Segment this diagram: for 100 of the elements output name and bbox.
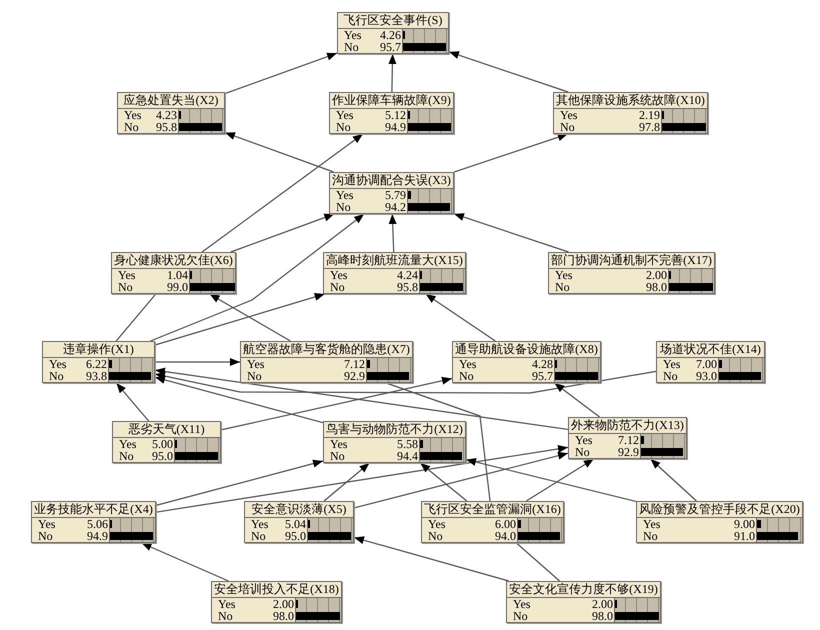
- state-label: Yes: [117, 269, 136, 281]
- probability-value: 92.9: [617, 446, 640, 458]
- probability-value: 4.24: [396, 269, 419, 281]
- probability-value: 94.9: [384, 121, 407, 133]
- arrow: [116, 382, 150, 422]
- probability-value: 95.0: [284, 530, 307, 542]
- probability-value: 2.00: [645, 269, 668, 281]
- probability-value: 5.58: [396, 438, 419, 450]
- probability-value: 4.23: [155, 109, 178, 121]
- arrow: [354, 536, 509, 582]
- arrow: [154, 376, 324, 424]
- arrow: [388, 214, 397, 252]
- node-box: [329, 92, 454, 134]
- arrow: [220, 376, 452, 430]
- state-label: No: [329, 281, 346, 293]
- state-label: No: [559, 121, 576, 133]
- arrow: [154, 370, 656, 394]
- probability-value: 91.0: [733, 530, 756, 542]
- probability-value: 6.22: [85, 358, 108, 370]
- connector-line: [386, 382, 491, 502]
- arrow: [224, 132, 334, 173]
- probability-value: 99.0: [166, 281, 189, 293]
- node-box: [42, 341, 155, 383]
- node-box: [553, 92, 708, 134]
- node-box: [656, 341, 765, 383]
- state-label: No: [642, 530, 659, 542]
- state-label: Yes: [427, 518, 446, 530]
- state-label: No: [48, 370, 65, 382]
- probability-value: 4.28: [531, 358, 554, 370]
- state-label: Yes: [329, 438, 348, 450]
- probability-value: 93.0: [695, 370, 718, 382]
- state-label: No: [217, 610, 234, 622]
- arrow: [466, 458, 636, 502]
- probability-value: 94.9: [86, 530, 109, 542]
- state-label: Yes: [554, 269, 574, 281]
- arrow: [154, 293, 325, 346]
- state-label: No: [458, 370, 475, 382]
- state-label: Yes: [217, 598, 236, 610]
- node-box: [111, 252, 236, 294]
- probability-value: 5.06: [86, 518, 109, 530]
- state-label: No: [118, 450, 135, 462]
- probability-value: 98.0: [591, 610, 614, 622]
- state-label: No: [574, 446, 591, 458]
- node-box: [323, 252, 466, 294]
- arrow: [354, 452, 568, 509]
- probability-value: 2.00: [591, 598, 614, 610]
- state-label: Yes: [574, 434, 594, 446]
- node-box: [323, 421, 466, 463]
- node-box: [506, 581, 661, 623]
- node-box: [548, 252, 715, 294]
- arrow: [154, 368, 568, 430]
- arrow: [156, 444, 568, 513]
- probability-value: 7.12: [617, 434, 640, 446]
- probability-value: 93.8: [85, 370, 108, 382]
- state-label: No: [250, 530, 267, 542]
- state-label: No: [512, 610, 529, 622]
- node-box: [636, 501, 803, 543]
- probability-value: 7.12: [343, 358, 366, 370]
- probability-value: 1.04: [166, 269, 189, 281]
- state-label: No: [554, 281, 571, 293]
- probability-value: 95.7: [379, 41, 402, 53]
- arrow: [156, 460, 324, 506]
- state-label: Yes: [246, 358, 266, 370]
- probability-value: 95.8: [396, 281, 419, 293]
- state-label: Yes: [335, 189, 354, 201]
- probability-value: 2.19: [638, 109, 661, 121]
- probability-value: 94.2: [384, 201, 407, 213]
- state-label: No: [123, 121, 140, 133]
- node-box: [31, 501, 156, 543]
- arrow: [388, 54, 396, 92]
- probability-value: 95.8: [155, 121, 178, 133]
- state-label: Yes: [335, 109, 354, 121]
- state-label: Yes: [123, 109, 142, 121]
- state-label: Yes: [37, 518, 56, 530]
- node-box: [421, 501, 564, 543]
- probability-value: 98.0: [645, 281, 668, 293]
- state-label: Yes: [642, 518, 662, 530]
- state-label: No: [37, 530, 54, 542]
- arrow: [454, 133, 568, 173]
- node-box: [244, 501, 354, 543]
- probability-value: 97.8: [638, 121, 661, 133]
- arrow: [150, 214, 364, 342]
- probability-value: 92.9: [343, 370, 366, 382]
- arrow: [448, 51, 568, 93]
- arrow: [425, 294, 496, 342]
- state-label: Yes: [329, 269, 348, 281]
- arrow: [202, 134, 364, 252]
- arrow: [420, 462, 468, 502]
- probability-value: 6.00: [494, 518, 517, 530]
- node-box: [568, 417, 687, 459]
- node-box: [452, 341, 601, 383]
- arrow: [209, 293, 291, 342]
- state-label: No: [343, 41, 360, 53]
- connector-line: [516, 542, 560, 582]
- state-label: No: [246, 370, 263, 382]
- state-label: Yes: [512, 598, 532, 610]
- node-box: [337, 12, 449, 54]
- arrow: [554, 382, 600, 418]
- connector-line: [116, 294, 156, 342]
- probability-value: 5.00: [151, 438, 174, 450]
